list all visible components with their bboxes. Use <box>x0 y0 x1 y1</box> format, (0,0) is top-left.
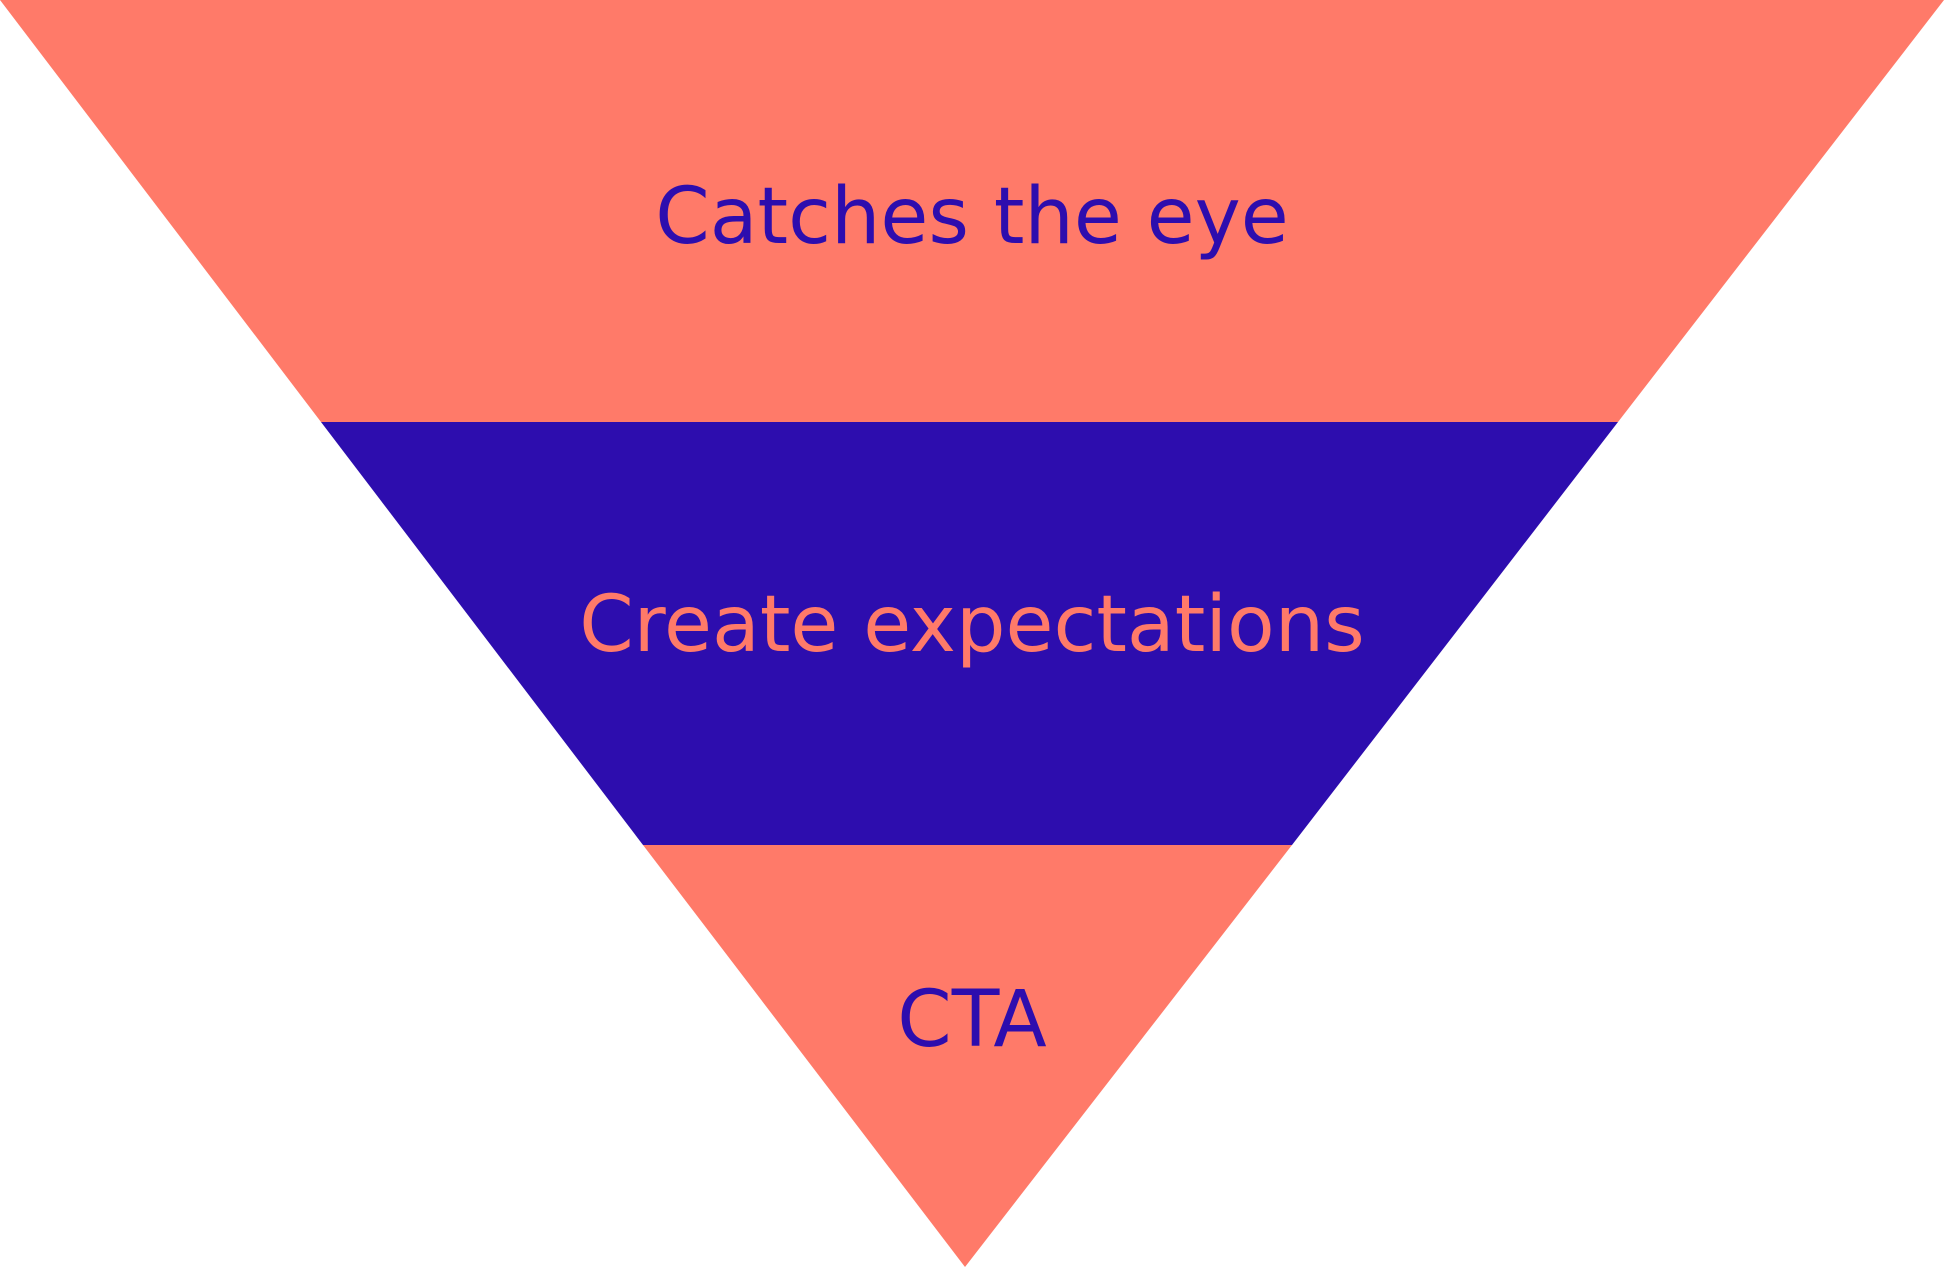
funnel-stage-middle-label: Create expectations <box>579 580 1365 670</box>
funnel-stage-top: Catches the eye <box>0 0 1944 422</box>
funnel-stage-middle-band <box>321 422 1618 845</box>
funnel-stage-bottom: CTA <box>643 845 1292 1267</box>
funnel-stage-middle: Create expectations <box>321 422 1618 845</box>
funnel-stage-top-band <box>0 0 1944 422</box>
funnel-stage-top-label: Catches the eye <box>655 172 1289 262</box>
funnel-stage-bottom-label: CTA <box>897 975 1046 1065</box>
funnel-stage-bottom-band <box>643 845 1292 1267</box>
